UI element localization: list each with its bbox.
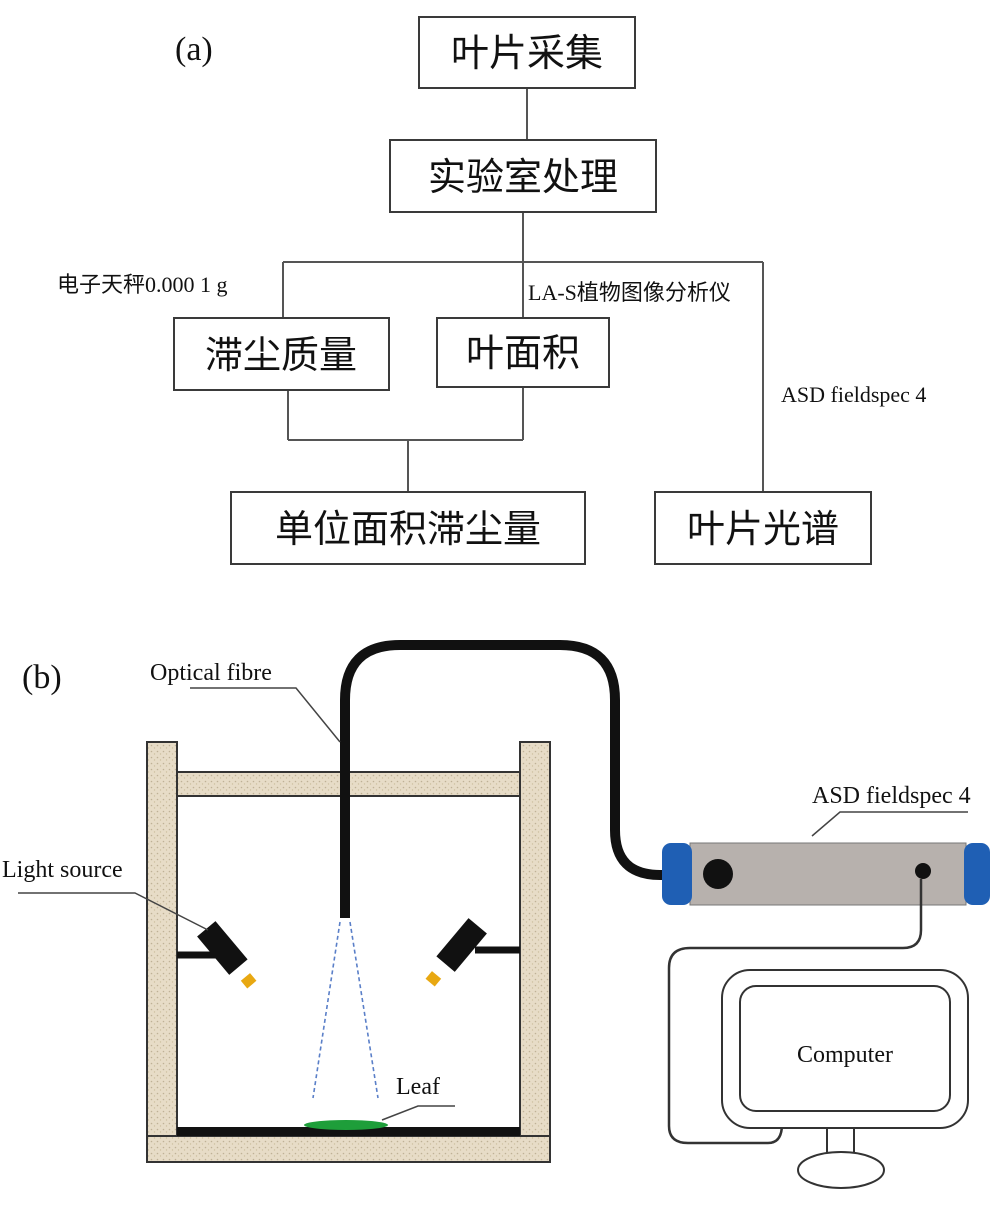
fibre-port xyxy=(703,859,733,889)
box-leaf-area-label: 叶面积 xyxy=(466,331,580,375)
box-lab-processing-label: 实验室处理 xyxy=(428,155,618,199)
spectrometer-device xyxy=(662,842,990,906)
label-computer: Computer xyxy=(797,1042,893,1068)
computer-cable xyxy=(667,879,923,1145)
usb-port xyxy=(915,863,931,879)
leaf xyxy=(304,1120,388,1130)
leader-light-source xyxy=(18,892,209,931)
box-dust-per-area: 单位面积滞尘量 xyxy=(230,491,586,565)
label-light-source: Light source xyxy=(2,857,123,883)
box-dust-mass: 滞尘质量 xyxy=(173,317,390,391)
leader-spectrometer xyxy=(811,811,968,837)
box-dust-mass-label: 滞尘质量 xyxy=(205,333,357,377)
panel-b-setup: (b) xyxy=(2,640,990,1189)
light-source-left xyxy=(177,921,257,989)
panel-a-flowchart: (a) 叶片采集 实验室处理 滞尘质量 叶面积 单位面积 xyxy=(57,16,926,565)
annotation-balance: 电子天秤0.000 1 g xyxy=(57,272,228,297)
box-leaf-spectrum-label: 叶片光谱 xyxy=(687,507,839,551)
box-dust-per-area-label: 单位面积滞尘量 xyxy=(275,507,541,551)
leader-leaf xyxy=(381,1105,455,1121)
box-leaf-spectrum: 叶片光谱 xyxy=(654,491,872,565)
annotation-spectrometer: ASD fieldspec 4 xyxy=(781,382,926,407)
leader-optical-fibre xyxy=(190,687,341,743)
box-leaf-area: 叶面积 xyxy=(436,317,610,388)
box-leaf-collection: 叶片采集 xyxy=(418,16,636,89)
panel-b-label: (b) xyxy=(22,659,62,696)
label-optical-fibre: Optical fibre xyxy=(150,660,272,686)
panel-a-label: (a) xyxy=(175,31,213,68)
computer-monitor: Computer xyxy=(721,969,969,1189)
box-leaf-collection-label: 叶片采集 xyxy=(451,31,603,75)
light-beam xyxy=(312,921,379,1099)
light-source-right xyxy=(425,918,520,987)
label-leaf: Leaf xyxy=(396,1074,440,1100)
optical-fibre-cable xyxy=(340,640,718,918)
box-lab-processing: 实验室处理 xyxy=(389,139,657,213)
label-spectrometer: ASD fieldspec 4 xyxy=(812,783,971,809)
annotation-analyzer: LA-S植物图像分析仪 xyxy=(528,280,731,305)
wooden-frame xyxy=(146,741,551,1163)
